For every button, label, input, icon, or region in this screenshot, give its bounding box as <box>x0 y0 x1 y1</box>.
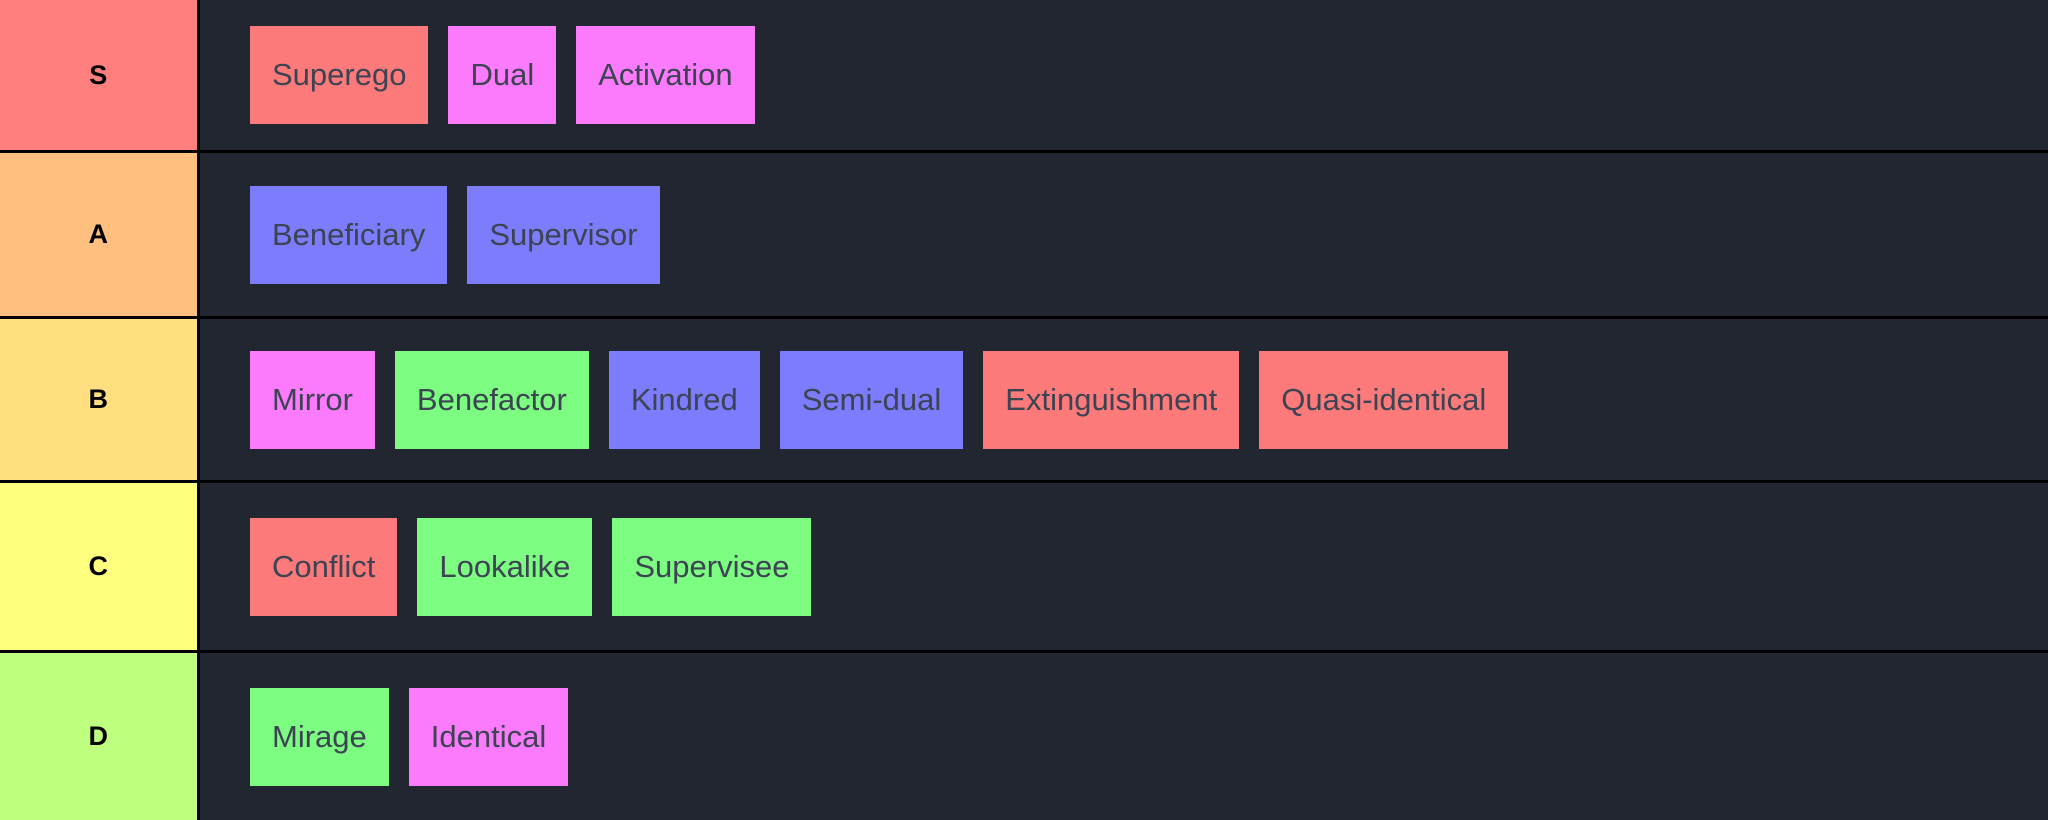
tier-label-a[interactable]: A <box>0 153 200 316</box>
tier-item-label: Semi-dual <box>801 381 942 417</box>
tier-item[interactable]: Conflict <box>250 517 398 616</box>
tier-item-label: Supervisee <box>634 548 790 584</box>
tier-item-label: Identical <box>430 718 547 754</box>
tier-item[interactable]: Activation <box>576 26 755 124</box>
tier-item-label: Quasi-identical <box>1281 381 1487 417</box>
tier-item[interactable]: Supervisor <box>467 185 660 284</box>
tier-item[interactable]: Mirage <box>250 687 389 786</box>
tier-item-label: Dual <box>470 57 535 92</box>
tier-row-c: C Conflict Lookalike Supervisee <box>0 483 2048 653</box>
tier-items-b[interactable]: Mirror Benefactor Kindred Semi-dual Extingui… <box>200 319 2048 480</box>
tier-item[interactable]: Kindred <box>608 350 760 449</box>
tier-item-label: Activation <box>598 57 733 92</box>
tier-item-label: Kindred <box>630 381 738 417</box>
tier-items-s[interactable]: Superego Dual Activation <box>200 0 2048 150</box>
tier-item-label: Benefactor <box>416 381 567 417</box>
tier-item[interactable]: Beneficiary <box>250 185 448 284</box>
tier-item[interactable]: Extinguishment <box>983 350 1240 449</box>
tier-item[interactable]: Semi-dual <box>779 350 964 449</box>
tier-row-b: B Mirror Benefactor Kindred Semi-dual Exting… <box>0 319 2048 483</box>
tier-item-label: Superego <box>272 57 407 92</box>
tier-item-label: Mirage <box>272 718 367 754</box>
tier-row-d: D Mirage Identical <box>0 653 2048 820</box>
tier-item-label: Mirror <box>272 381 353 417</box>
tier-label-d[interactable]: D <box>0 653 200 820</box>
tier-item[interactable]: Identical <box>408 687 569 786</box>
tier-item[interactable]: Superego <box>250 26 429 124</box>
tier-label-c[interactable]: C <box>0 483 200 650</box>
tier-item-label: Supervisor <box>489 216 638 252</box>
tier-label-s[interactable]: S <box>0 0 200 150</box>
tier-item[interactable]: Dual <box>448 26 557 124</box>
tier-items-a[interactable]: Beneficiary Supervisor <box>200 153 2048 316</box>
tier-items-c[interactable]: Conflict Lookalike Supervisee <box>200 483 2048 650</box>
tier-item[interactable]: Mirror <box>250 350 375 449</box>
tier-row-s: S Superego Dual Activation <box>0 0 2048 153</box>
tier-label-b[interactable]: B <box>0 319 200 480</box>
tier-row-a: A Beneficiary Supervisor <box>0 153 2048 319</box>
tier-item[interactable]: Lookalike <box>417 517 593 616</box>
tier-item-label: Lookalike <box>439 548 571 584</box>
tier-item[interactable]: Benefactor <box>394 350 589 449</box>
tier-item-label: Conflict <box>272 548 376 584</box>
tier-item-label: Extinguishment <box>1005 381 1218 417</box>
tier-item[interactable]: Supervisee <box>612 517 812 616</box>
tier-item-label: Beneficiary <box>272 216 426 252</box>
tier-item[interactable]: Quasi-identical <box>1259 350 1509 449</box>
tier-items-d[interactable]: Mirage Identical <box>200 653 2048 820</box>
